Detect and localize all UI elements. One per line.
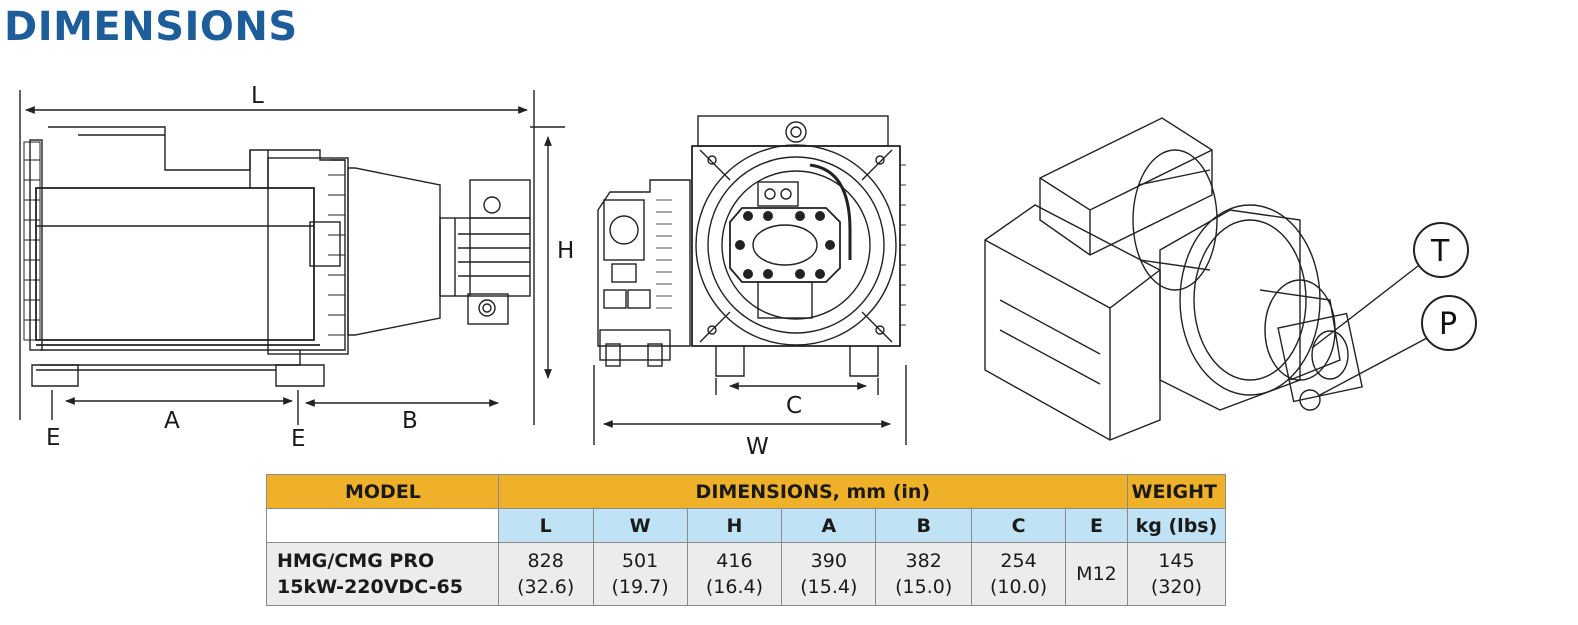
- cell-A-in: (15.4): [800, 576, 858, 598]
- dim-label-W: W: [746, 434, 769, 460]
- cell-A-mm: 390: [810, 550, 847, 572]
- cell-weight: 145 (320): [1126, 542, 1227, 606]
- cell-H-in: (16.4): [705, 576, 763, 598]
- side-view: [19, 90, 565, 425]
- cell-B-in: (15.0): [895, 576, 953, 598]
- model-cell: HMG/CMG PRO 15kW-220VDC-65: [266, 542, 499, 606]
- table-subheader-row: L W H A B C E kg (lbs): [266, 508, 1227, 543]
- cell-A: 390 (15.4): [781, 542, 877, 606]
- cell-W-mm: 501: [621, 550, 659, 572]
- column-header-H: H: [686, 508, 783, 543]
- cell-L-mm: 828: [527, 550, 564, 572]
- column-header-C: C: [971, 508, 1066, 543]
- dim-label-B: B: [402, 408, 418, 434]
- callout-label-T: T: [1430, 234, 1450, 269]
- cell-B-mm: 382: [905, 550, 942, 572]
- cell-weight-lbs: (320): [1150, 576, 1202, 598]
- dim-label-L: L: [251, 83, 264, 109]
- table-row: HMG/CMG PRO 15kW-220VDC-65 828 (32.6) 501…: [266, 542, 1227, 606]
- callout-label-P: P: [1439, 307, 1457, 342]
- cell-L: 828 (32.6): [497, 542, 594, 606]
- cell-H: 416 (16.4): [686, 542, 783, 606]
- header-model: MODEL: [266, 474, 499, 509]
- header-dimensions: DIMENSIONS, mm (in): [497, 474, 1128, 509]
- dimensions-table: MODEL DIMENSIONS, mm (in) WEIGHT L W H A…: [266, 474, 1227, 606]
- cell-C-mm: 254: [1000, 550, 1037, 572]
- cell-L-in: (32.6): [517, 576, 575, 598]
- dim-label-C: C: [786, 393, 802, 419]
- cell-C-in: (10.0): [989, 576, 1048, 598]
- column-header-A: A: [781, 508, 877, 543]
- model-line-1: HMG/CMG PRO: [277, 550, 435, 572]
- cell-H-mm: 416: [716, 550, 753, 572]
- table-header-row: MODEL DIMENSIONS, mm (in) WEIGHT: [266, 474, 1227, 509]
- subheader-blank: [266, 508, 499, 543]
- dim-label-A: A: [164, 408, 180, 434]
- dim-label-H: H: [557, 238, 574, 264]
- cell-B: 382 (15.0): [875, 542, 973, 606]
- cell-W: 501 (19.7): [592, 542, 688, 606]
- column-header-W: W: [592, 508, 688, 543]
- cell-W-in: (19.7): [611, 576, 669, 598]
- cell-weight-kg: 145: [1158, 550, 1195, 572]
- column-header-B: B: [875, 508, 973, 543]
- dim-label-E-left: E: [46, 425, 61, 451]
- header-weight: WEIGHT: [1126, 474, 1227, 509]
- cell-E-value: M12: [1076, 563, 1117, 585]
- cell-C: 254 (10.0): [971, 542, 1066, 606]
- dimension-drawings: L H A B E E: [19, 83, 1477, 460]
- model-line-2: 15kW-220VDC-65: [277, 576, 463, 598]
- column-header-L: L: [497, 508, 594, 543]
- dim-label-E-right: E: [291, 426, 306, 452]
- front-view: [593, 115, 907, 445]
- column-header-E: E: [1065, 508, 1128, 543]
- cell-E: M12: [1065, 542, 1128, 606]
- isometric-view: [984, 117, 1477, 441]
- column-header-weight: kg (lbs): [1126, 508, 1227, 543]
- page-title: DIMENSIONS: [4, 4, 298, 50]
